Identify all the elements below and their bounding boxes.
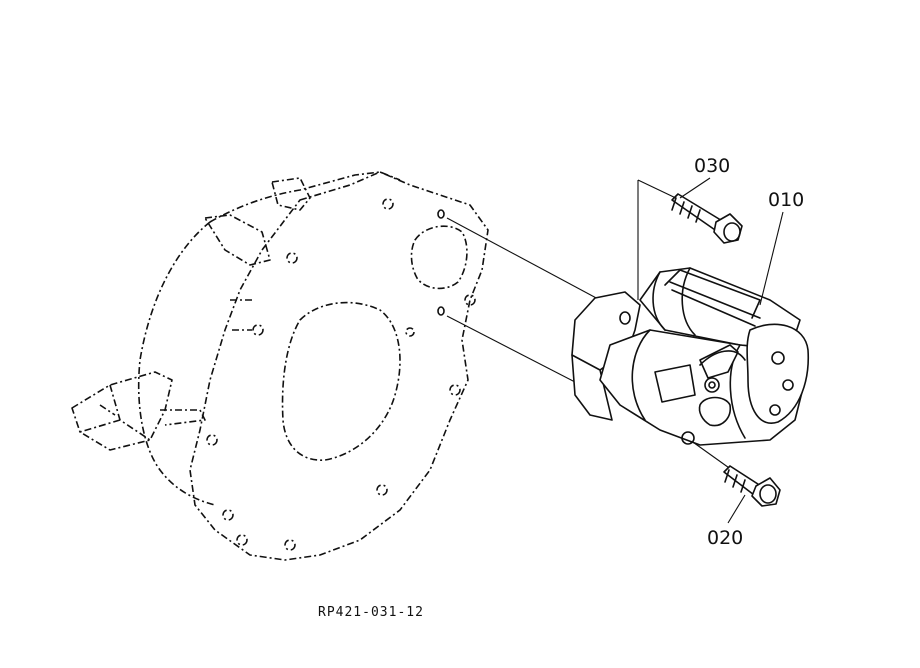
part-label-010: 010: [768, 189, 804, 211]
flywheel-housing: [71, 171, 489, 561]
starter-motor: [571, 267, 810, 446]
part-label-030: 030: [694, 155, 730, 177]
callouts: 030 010 020: [679, 155, 804, 549]
alignment-lines: [446, 179, 733, 471]
bolt-020: [723, 465, 781, 507]
drawing-code: RP421-031-12: [318, 605, 424, 620]
bolt-030: [671, 193, 743, 244]
part-label-020: 020: [707, 527, 743, 549]
